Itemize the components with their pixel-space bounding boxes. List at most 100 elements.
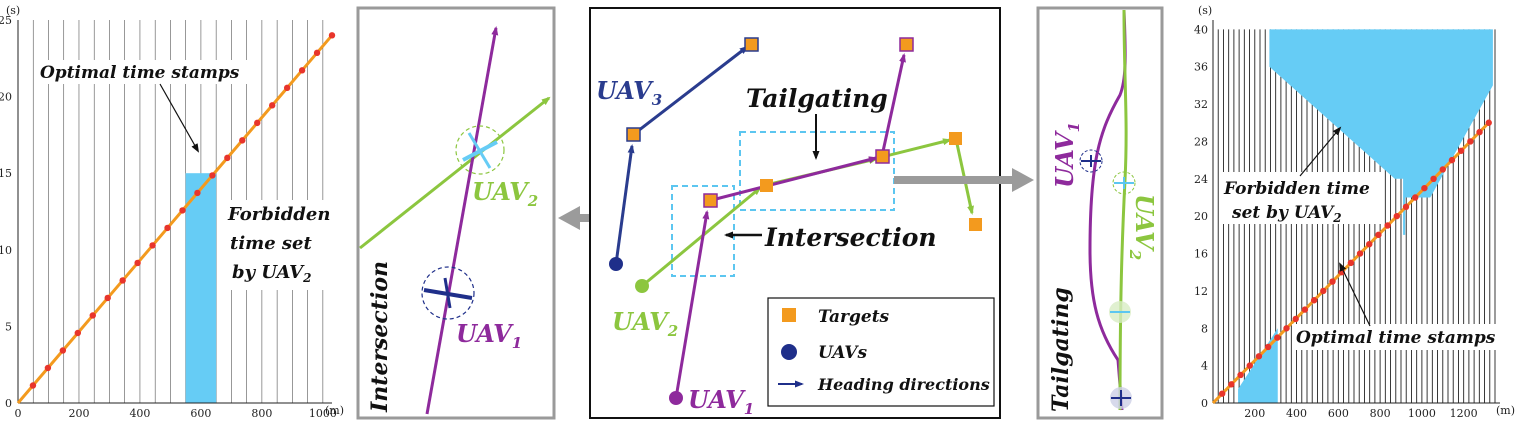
legend-uav-swatch <box>781 344 797 360</box>
time-stamp-dot <box>1448 156 1456 164</box>
time-stamp-dot <box>209 172 216 179</box>
center-tailgating-box <box>739 131 895 211</box>
x-tick-label: 800 <box>1370 407 1391 420</box>
x-tick-label: 600 <box>190 407 211 420</box>
time-stamp-dot <box>1301 306 1309 313</box>
center-uav1-path-leg2 <box>711 156 878 202</box>
time-stamp-dot <box>1439 166 1446 173</box>
center-legend: Targets UAVs Heading directions <box>767 297 995 407</box>
time-stamp-dot <box>1402 203 1410 211</box>
time-stamp-dot <box>268 102 276 109</box>
left-forbidden-time-set <box>185 173 217 403</box>
intersection-zoom-frame <box>356 6 556 420</box>
time-stamp-dot <box>1412 194 1419 201</box>
target-marker <box>949 132 962 145</box>
center-intersection-box <box>671 185 735 277</box>
time-stamp-dot <box>283 84 291 92</box>
time-stamp-dot <box>1393 212 1401 220</box>
y-tick-label: 12 <box>1194 285 1208 298</box>
x-tick-label: 400 <box>129 407 150 420</box>
target-marker <box>875 149 890 164</box>
time-stamp-dot <box>1457 147 1465 154</box>
center-uav3-label: UAV3 <box>596 76 662 109</box>
time-stamp-dot <box>1476 128 1483 136</box>
x-tick-label: 1000 <box>1408 407 1436 420</box>
target-marker <box>744 37 759 52</box>
time-stamp-dot <box>1366 240 1373 248</box>
tailgating-zoom-uav1-label: UAV1 <box>1050 122 1083 188</box>
time-stamp-dot <box>313 49 321 57</box>
intersection-zoom-uav2-label: UAV2 <box>472 177 538 210</box>
target-marker <box>899 37 914 52</box>
right-forbidden-label-l1: Forbidden time <box>1223 179 1370 199</box>
intersection-zoom-uav1-safety-circle <box>421 266 475 320</box>
intersection-zoom-uav2-icon <box>462 132 498 169</box>
x-tick-label: 400 <box>1286 407 1307 420</box>
time-stamp-dot <box>89 312 96 319</box>
center-uav2-start <box>635 279 649 293</box>
y-tick-label: 36 <box>1194 61 1208 74</box>
time-stamp-dot <box>1375 231 1382 239</box>
tailgating-zoom-uav1-safety-circle <box>1079 149 1103 173</box>
center-uav1-start <box>669 391 683 405</box>
target-marker <box>626 127 641 142</box>
time-stamp-dot <box>1356 250 1364 257</box>
y-tick-label: 5 <box>5 320 12 333</box>
y-tick-label: 0 <box>1201 397 1208 410</box>
tailgating-zoom-uav1-icon <box>1081 155 1101 167</box>
time-stamp-dot <box>104 294 111 302</box>
center-scenario-panel: UAV3 UAV2 UAV1 Tailgating Intersection T… <box>589 7 1001 419</box>
time-stamp-dot <box>1384 222 1391 229</box>
time-stamp-dot <box>134 259 141 267</box>
x-tick-label: 0 <box>15 407 22 420</box>
left-optimal-label: Optimal time stamps <box>40 63 240 83</box>
y-tick-label: 24 <box>1194 173 1208 186</box>
x-tick-label: 1000 <box>309 407 337 420</box>
legend-uavs-label: UAVs <box>818 343 867 363</box>
y-tick-label: 16 <box>1194 248 1208 261</box>
legend-frame <box>767 297 995 407</box>
target-marker <box>969 218 982 231</box>
time-stamp-dot <box>1218 390 1226 397</box>
y-tick-label: 28 <box>1194 135 1208 148</box>
left-forbidden-label-l1: Forbidden <box>227 204 330 225</box>
tailgating-zoom-uav2-safety-circle <box>1112 171 1136 195</box>
intersection-zoom-uav1-path <box>425 26 499 415</box>
time-stamp-dot <box>29 382 37 389</box>
time-stamp-dot <box>1310 297 1318 304</box>
time-stamp-dot <box>1467 138 1474 145</box>
time-stamp-dot <box>44 364 52 372</box>
x-tick-label: 600 <box>1328 407 1349 420</box>
center-uav2-path-leg3 <box>881 138 952 159</box>
center-uav3-path-leg1 <box>614 144 635 265</box>
time-stamp-dot <box>1255 353 1263 360</box>
center-intersection-label: Intersection <box>764 223 937 252</box>
left-y-unit: (s) <box>6 4 20 17</box>
tailgating-zoom-panel: UAV1 UAV2 Tailgating <box>1036 6 1164 420</box>
intersection-zoom-link-arrowhead <box>558 206 580 230</box>
time-stamp-dot <box>179 207 186 214</box>
time-stamp-dot <box>149 242 156 249</box>
intersection-zoom-uav2-safety-circle <box>455 125 505 175</box>
legend-target-swatch <box>782 308 796 322</box>
time-stamp-dot <box>224 154 231 162</box>
time-stamp-dot <box>1283 325 1290 332</box>
left-optimal-time-stamps-dots <box>29 32 336 389</box>
time-stamp-dot <box>298 67 306 74</box>
center-tailgating-label: Tailgating <box>746 84 888 113</box>
y-tick-label: 15 <box>0 167 12 180</box>
left-optimal-label-bg <box>36 60 250 84</box>
x-tick-label: 200 <box>68 407 89 420</box>
left-forbidden-label-bg <box>225 200 333 290</box>
left-forbidden-label-l3: by UAV2 <box>232 262 311 285</box>
right-optimal-label: Optimal time stamps <box>1296 328 1496 348</box>
time-stamp-dot <box>1485 119 1492 126</box>
time-stamp-dot <box>1246 362 1253 369</box>
time-stamp-dot <box>194 189 201 197</box>
right-optimal-time-stamps-dots <box>1218 119 1492 397</box>
left-optimal-time-stamps-line <box>16 34 334 404</box>
y-tick-label: 40 <box>1194 23 1208 36</box>
y-tick-label: 0 <box>5 397 12 410</box>
